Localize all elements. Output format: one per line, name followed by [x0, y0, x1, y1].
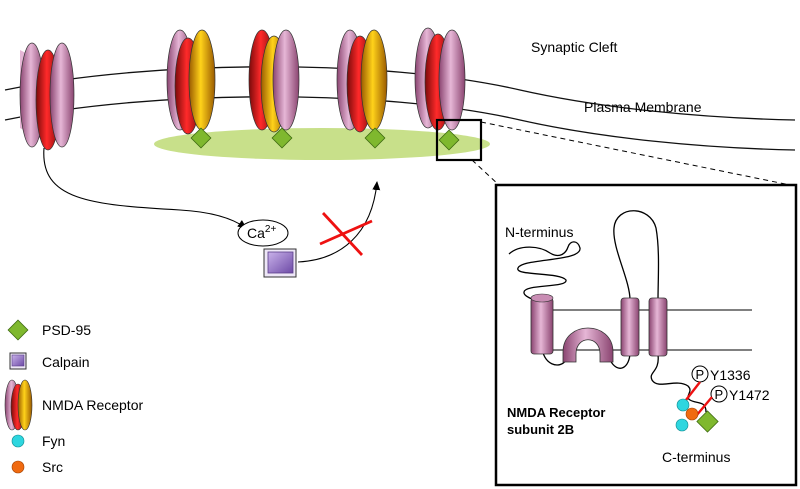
psd95-diamond [271, 127, 293, 149]
phospho-site-2: P [710, 385, 728, 403]
svg-text:Calpain: Calpain [42, 354, 89, 370]
inset-panel: P Y1336 P Y1472 N-terminus NMDA Receptor… [494, 183, 798, 487]
inhibition-cross [319, 212, 373, 256]
fyn-kinase [675, 418, 689, 432]
calcium-label: Ca2+ [247, 224, 276, 241]
psd95-cluster [154, 128, 490, 160]
n-terminus-label: N-terminus [505, 224, 573, 240]
nmda-receptor-1 [19, 42, 75, 151]
synaptic-cleft-label: Synaptic Cleft [531, 39, 617, 55]
zoom-box [435, 118, 483, 162]
nmda-receptor-2 [166, 29, 216, 135]
legend-src: Src [11, 459, 63, 475]
zoom-line [471, 159, 501, 187]
tm-segment-1 [530, 293, 554, 355]
legend-fyn: Fyn [11, 433, 65, 449]
psd95-diamond [438, 129, 460, 151]
phospho-site-1: P [691, 365, 709, 383]
zoom-line [480, 121, 796, 187]
site-y1472-label: Y1472 [729, 387, 770, 403]
site-y1336-label: Y1336 [710, 367, 751, 383]
inhibition-mark [685, 381, 701, 401]
legend-psd95: PSD-95 [7, 319, 91, 341]
src-kinase [685, 407, 699, 421]
tm-reentrant-loop [562, 327, 614, 363]
legend-calpain: Calpain [9, 352, 89, 370]
legend: PSD-95 Calpain NMDA Receptor Fyn Src [4, 319, 143, 475]
nmda-receptor-4 [336, 29, 388, 133]
nmda-receptor-5 [414, 27, 466, 131]
plasma-membrane-label: Plasma Membrane [584, 99, 702, 115]
fyn-kinase [676, 398, 690, 412]
plasma-membrane [4, 66, 796, 151]
svg-text:Fyn: Fyn [42, 433, 65, 449]
svg-text:PSD-95: PSD-95 [42, 322, 91, 338]
c-terminus-chain [650, 354, 707, 413]
psd95-diamond [696, 410, 719, 433]
n-terminus-chain [508, 241, 581, 307]
subunit-label-line2: subunit 2B [507, 422, 574, 437]
svg-text:P: P [696, 367, 705, 382]
subunit-label-line1: NMDA Receptor [507, 405, 605, 420]
svg-text:NMDA Receptor: NMDA Receptor [42, 397, 143, 413]
calcium-influx-arrow [43, 147, 247, 229]
nmda-receptor-3 [248, 29, 300, 133]
calpain-arrow [297, 181, 381, 263]
c-terminus-label: C-terminus [662, 449, 730, 465]
calcium-ion: Ca2+ [237, 219, 289, 247]
psd95-diamond [190, 127, 212, 149]
tm-segment-3 [620, 297, 640, 357]
psd95-diamond [364, 127, 386, 149]
tm-segment-4 [648, 297, 668, 357]
svg-text:Src: Src [42, 459, 63, 475]
calpain [263, 248, 297, 278]
svg-text:P: P [715, 387, 724, 402]
legend-nmda-receptor: NMDA Receptor [4, 379, 143, 431]
inhibition-mark [695, 396, 713, 417]
psd95-diamonds [190, 127, 460, 151]
extracellular-loop [613, 210, 660, 301]
